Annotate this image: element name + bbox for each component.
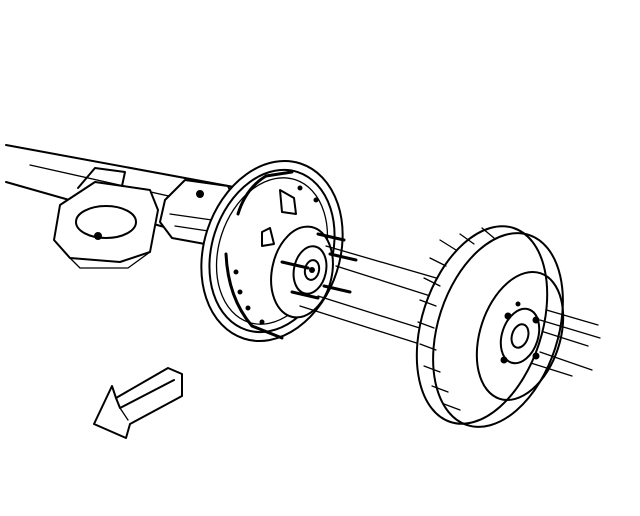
spring-seat-left	[53, 167, 159, 269]
brake-drum	[415, 225, 565, 428]
direction-arrow-icon	[93, 367, 183, 439]
axle-hub-flange	[270, 225, 334, 319]
brake-shoes	[224, 170, 319, 340]
drum-stud-lines	[539, 319, 601, 371]
wheel-studs	[280, 232, 358, 300]
